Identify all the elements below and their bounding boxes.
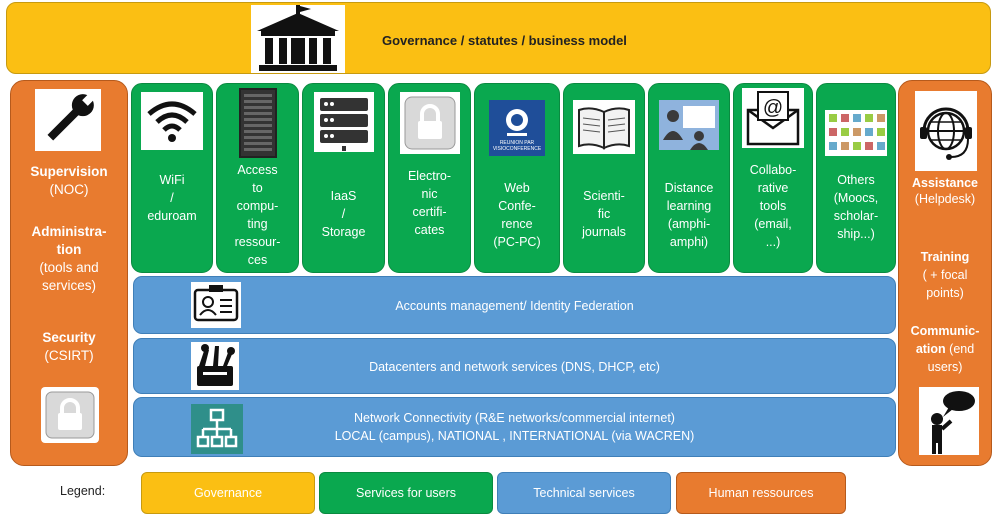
layer-label-line2: LOCAL (campus), NATIONAL , INTERNATIONAL… — [334, 429, 695, 443]
security-sub: (CSIRT) — [44, 348, 94, 363]
service-line: scholar- — [833, 209, 879, 223]
service-line: rence — [501, 217, 533, 231]
right-panel-support: Assistance (Helpdesk) Training ( + focal… — [898, 80, 992, 466]
service-line: rative — [757, 181, 789, 195]
service-line: Confe- — [498, 199, 536, 213]
training-sub-2: points) — [926, 286, 964, 300]
service-line: Access — [237, 163, 278, 177]
administration-title-2: tion — [56, 242, 82, 257]
service-line: cates — [414, 223, 445, 237]
service-card-certificates: Electro- nic certifi- cates — [388, 83, 471, 273]
service-line: (Moocs, — [833, 191, 879, 205]
layer-network-connectivity: Network Connectivity (R&E networks/comme… — [133, 397, 896, 457]
service-line: Scienti- — [583, 189, 625, 203]
service-line: learning — [666, 199, 712, 213]
service-line: ting — [247, 217, 268, 231]
service-line: compu- — [236, 199, 279, 213]
governance-title: Governance / statutes / business model — [382, 33, 627, 48]
service-line: Storage — [321, 225, 366, 239]
service-line: (PC-PC) — [493, 235, 541, 249]
legend-governance: Governance — [141, 472, 315, 514]
service-card-wifi: WiFi / eduroam — [131, 83, 213, 273]
assistance-sub: (Helpdesk) — [914, 192, 976, 206]
id-card-icon — [191, 282, 241, 328]
webcam-caption-1: REUNION PAR — [500, 140, 535, 146]
assistance-title: Assistance — [911, 176, 978, 190]
governance-banner: Governance / statutes / business model — [6, 2, 991, 74]
helpdesk-globe-icon — [915, 91, 977, 171]
security-title: Security — [42, 330, 96, 345]
service-line: certifi- — [412, 205, 447, 219]
storage-server-icon — [313, 92, 374, 152]
apps-grid-icon — [825, 110, 887, 156]
left-panel-operations: Supervision (NOC) Administra- tion (tool… — [10, 80, 128, 466]
communication-title-1: Communic- — [910, 324, 980, 338]
wrench-icon — [35, 89, 101, 151]
government-building-icon — [251, 5, 345, 73]
service-card-others: Others (Moocs, scholar- ship...) — [816, 83, 896, 273]
service-line: (email, — [754, 217, 792, 231]
administration-title-1: Administra- — [31, 224, 107, 239]
service-line: Electro- — [407, 169, 452, 183]
service-line: tools — [759, 199, 787, 213]
network-icon — [191, 404, 243, 454]
book-icon — [573, 100, 635, 154]
service-card-collaborative-tools: @ Collabo- rative tools (email, ...) — [733, 83, 813, 273]
service-line: Collabo- — [749, 163, 797, 177]
service-line: to — [252, 181, 263, 195]
administration-sub-2: services) — [41, 278, 96, 293]
layer-identity-federation: Accounts management/ Identity Federation — [133, 276, 896, 334]
legend-human-ressources: Human ressources — [676, 472, 846, 514]
lock-icon — [41, 387, 99, 443]
service-card-journals: Scienti- fic journals — [563, 83, 645, 273]
service-line: ressour- — [234, 235, 281, 249]
service-line: (amphi- — [667, 217, 711, 231]
service-line: Distance — [664, 181, 714, 195]
communication-line-2: ation (end — [915, 342, 975, 356]
legend-label: Legend: — [60, 484, 106, 498]
legend-services-for-users: Services for users — [319, 472, 493, 514]
service-card-iaas: IaaS / Storage — [302, 83, 385, 273]
service-line: ces — [247, 253, 268, 267]
speaker-icon — [919, 387, 979, 455]
service-line: IaaS — [330, 189, 357, 203]
service-line: eduroam — [147, 209, 197, 223]
service-line: Web — [504, 181, 530, 195]
training-sub-1: ( + focal — [922, 268, 968, 282]
administration-sub-1: (tools and — [39, 260, 99, 275]
lock-icon — [399, 92, 460, 154]
service-line: nic — [421, 187, 438, 201]
supervision-sub: (NOC) — [49, 182, 89, 197]
training-title: Training — [920, 250, 970, 264]
service-line: Others — [837, 173, 875, 187]
service-line: / — [341, 207, 346, 221]
service-line: journals — [582, 225, 626, 239]
layer-label: Datacenters and network services (DNS, D… — [369, 360, 660, 374]
communication-sub-2: users) — [927, 360, 963, 374]
layer-label: Accounts management/ Identity Federation — [395, 299, 634, 313]
service-card-computing: Access to compu- ting ressour- ces — [216, 83, 299, 273]
layer-label-line1: Network Connectivity (R&E networks/comme… — [354, 411, 675, 425]
layer-datacenters: Datacenters and network services (DNS, D… — [133, 338, 896, 394]
tools-icon — [191, 342, 239, 390]
service-line: WiFi — [159, 173, 185, 187]
service-line: ...) — [765, 235, 781, 249]
service-line: fic — [597, 207, 611, 221]
service-line: ship...) — [837, 227, 875, 241]
service-card-webconference: REUNION PAR VISIOCONFERENCE Web Confe- r… — [474, 83, 560, 273]
service-line: amphi) — [669, 235, 709, 249]
classroom-icon — [659, 100, 719, 150]
webcam-icon: REUNION PAR VISIOCONFERENCE — [489, 100, 545, 156]
webcam-caption-2: VISIOCONFERENCE — [493, 146, 542, 152]
server-rack-icon — [238, 88, 277, 158]
service-card-distance-learning: Distance learning (amphi- amphi) — [648, 83, 730, 273]
service-line: / — [170, 191, 174, 205]
legend-technical-services: Technical services — [497, 472, 671, 514]
supervision-title: Supervision — [30, 164, 108, 179]
wifi-icon — [141, 92, 203, 150]
at-sign-text: @ — [763, 97, 783, 119]
email-icon: @ — [742, 88, 804, 148]
